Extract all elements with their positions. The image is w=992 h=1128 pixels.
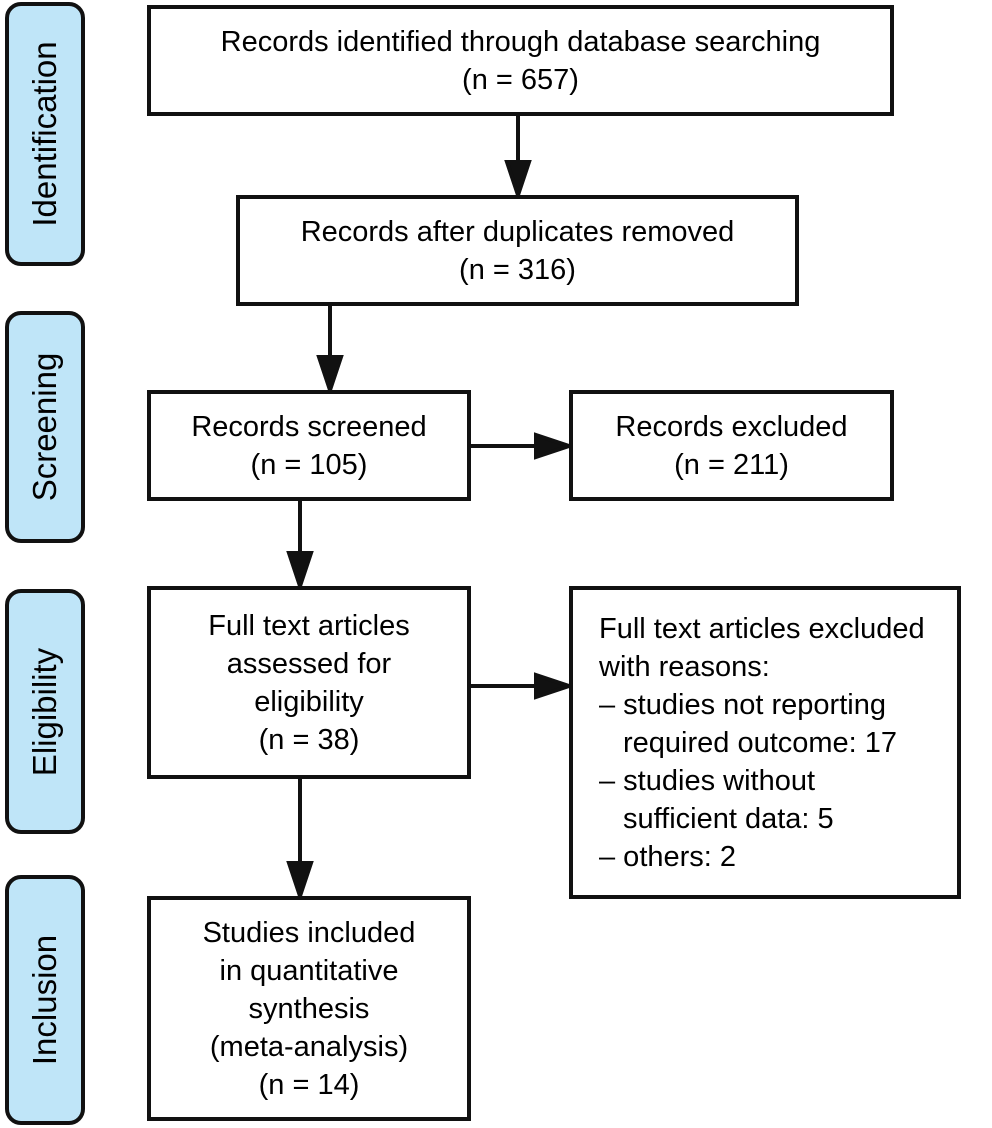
box-count: (n = 316)	[459, 253, 576, 286]
box-text: Full text articles	[208, 609, 410, 642]
box-text: eligibility	[254, 685, 364, 718]
stage-screening: Screening	[5, 311, 85, 543]
reason-item: – others: 2	[599, 840, 737, 873]
stage-inclusion: Inclusion	[5, 875, 85, 1125]
stage-label: Inclusion	[26, 934, 63, 1066]
box-text: Records after duplicates removed	[300, 215, 735, 248]
box-text: in quantitative	[219, 954, 399, 987]
box-text: synthesis	[248, 992, 370, 1025]
reason-item: – studies without	[599, 764, 816, 797]
records-excluded-box: Records excluded (n = 211)	[569, 390, 894, 501]
stage-label: Screening	[26, 352, 63, 502]
fulltext-excluded-box: Full text articles excluded with reasons…	[569, 586, 961, 899]
box-text: Records screened	[191, 410, 427, 443]
records-screened-box: Records screened (n = 105)	[147, 390, 471, 501]
box-count: (n = 657)	[462, 63, 579, 96]
stage-label: Eligibility	[26, 647, 63, 776]
box-text: Records excluded	[615, 410, 848, 443]
stage-label: Identification	[26, 41, 63, 227]
box-text: Studies included	[202, 916, 416, 949]
records-deduplicated-box: Records after duplicates removed (n = 31…	[236, 195, 799, 306]
records-identified-box: Records identified through database sear…	[147, 5, 894, 116]
box-count: (n = 38)	[258, 723, 360, 756]
box-text: Full text articles excluded	[599, 612, 925, 645]
fulltext-assessed-box: Full text articles assessed for eligibil…	[147, 586, 471, 779]
box-count: (n = 211)	[674, 448, 789, 481]
box-text: (meta-analysis)	[209, 1030, 409, 1063]
reason-item: sufficient data: 5	[623, 802, 834, 835]
box-text: assessed for	[226, 647, 392, 680]
box-text: with reasons:	[599, 650, 770, 683]
studies-included-box: Studies included in quantitative synthes…	[147, 896, 471, 1121]
reason-item: – studies not reporting	[599, 688, 886, 721]
box-count: (n = 14)	[258, 1068, 360, 1101]
box-text: Records identified through database sear…	[220, 25, 821, 58]
box-count: (n = 105)	[250, 448, 368, 481]
stage-identification: Identification	[5, 2, 85, 266]
stage-eligibility: Eligibility	[5, 589, 85, 834]
reason-item: required outcome: 17	[623, 726, 898, 759]
